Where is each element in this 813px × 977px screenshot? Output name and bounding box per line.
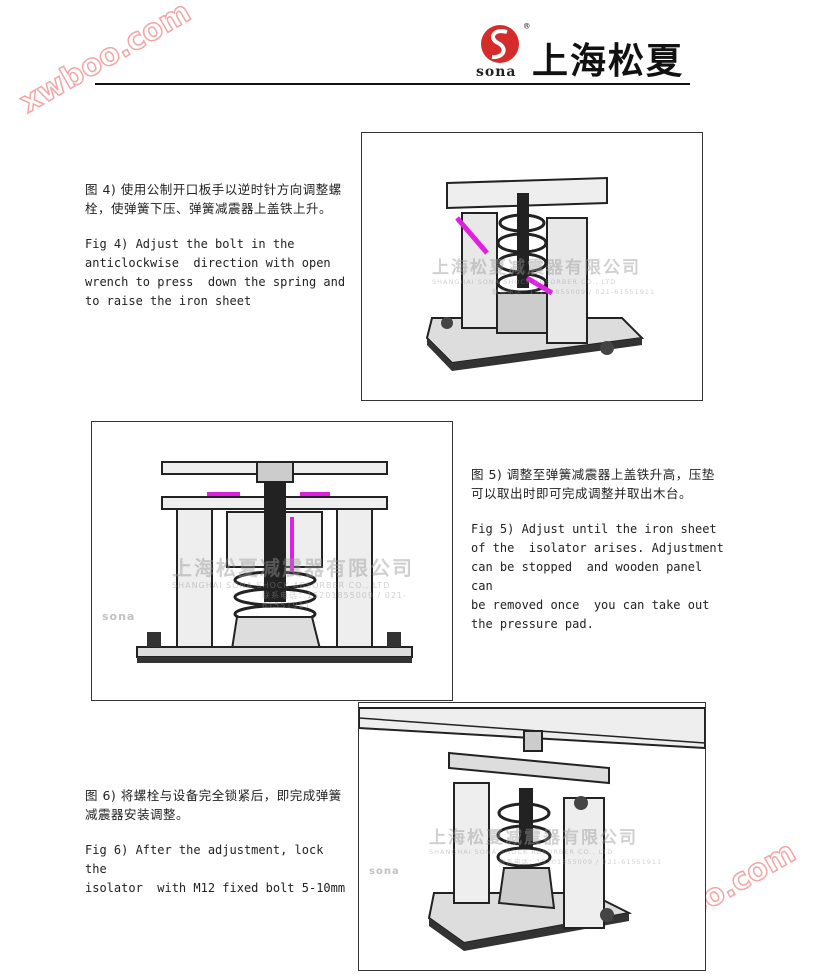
site-watermark-top: xwboo.com <box>13 0 197 121</box>
step-4-en: Fig 4) Adjust the bolt in the anticlockw… <box>85 237 346 308</box>
figure-4-image: 上海松夏减震器有限公司 SHANGHAI SONA SHOCK ABSORBER… <box>361 132 703 401</box>
step-6-en: Fig 6) After the adjustment, lock the is… <box>85 843 346 895</box>
step-5-text: 图 5) 调整至弹簧减震器上盖铁升高，压垫可以取出时即可完成调整并取出木台。 F… <box>471 465 726 634</box>
step-5-en: Fig 5) Adjust until the iron sheet of th… <box>471 522 724 631</box>
sona-logo-icon <box>481 25 519 63</box>
isolator-illustration-6 <box>359 707 705 951</box>
figure-6-image: 上海松夏减震器有限公司 SHANGHAI SONA SHOCK ABSORBER… <box>358 702 706 971</box>
company-logo: ® sona 上海松夏 <box>476 22 691 82</box>
isolator-illustration-5 <box>136 461 413 663</box>
header-divider <box>95 83 690 85</box>
isolator-illustration-4 <box>425 176 645 371</box>
step-6-text: 图 6) 将螺栓与设备完全锁紧后，即完成弹簧减震器安装调整。 Fig 6) Af… <box>85 786 350 898</box>
step-4-text: 图 4) 使用公制开口板手以逆时针方向调整螺栓，使弹簧下压、弹簧减震器上盖铁上升… <box>85 180 350 311</box>
logo-company-name: 上海松夏 <box>532 41 685 82</box>
step-4-cn: 图 4) 使用公制开口板手以逆时针方向调整螺栓，使弹簧下压、弹簧减震器上盖铁上升… <box>85 182 342 216</box>
registered-mark: ® <box>524 22 530 32</box>
step-5-cn: 图 5) 调整至弹簧减震器上盖铁升高，压垫可以取出时即可完成调整并取出木台。 <box>471 467 715 501</box>
step-6-cn: 图 6) 将螺栓与设备完全锁紧后，即完成弹簧减震器安装调整。 <box>85 788 342 822</box>
logo-brand: sona <box>476 64 517 80</box>
figure-5-image: 上海松夏减震器有限公司 SHANGHAI SONA SHOCK ABSORBER… <box>91 421 453 701</box>
